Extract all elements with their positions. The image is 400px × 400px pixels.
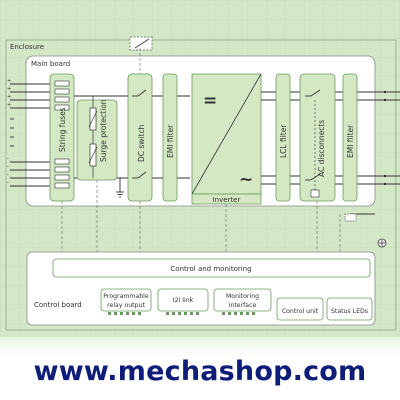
monitoring-interface-label-1: Monitoring: [226, 293, 259, 300]
enclosure-label: Enclosure: [10, 43, 44, 51]
status-leds-block: [326, 297, 373, 321]
inverter-diagonal: [191, 73, 262, 195]
lcl-filter-block: [275, 73, 291, 202]
svg-text:-: -: [7, 172, 9, 178]
dc-switch-label: DC switch: [137, 124, 146, 162]
surge-varistor-symbols: [88, 96, 98, 178]
svg-text:+: +: [7, 94, 11, 100]
surge-protection-block: [76, 99, 118, 181]
emi-filter-ac-label: EMI filter: [346, 124, 355, 158]
svg-text:-: -: [7, 180, 9, 186]
svg-text:-: -: [7, 156, 9, 162]
emi-filter-ac-block: [342, 73, 358, 202]
ground-terminal-icon: [377, 238, 387, 248]
dc-switch-contacts: [132, 89, 147, 179]
connector-pins: [108, 312, 255, 315]
inverter-dc-symbol: =: [203, 91, 217, 111]
svg-text:+: +: [7, 86, 11, 92]
watermark-url: www.mechashop.com: [33, 356, 367, 387]
ac-disconnects-label: AC disconnects: [317, 120, 326, 177]
monitoring-interface-label-2: interface: [229, 302, 257, 309]
programmable-relay-block: [100, 288, 152, 312]
surge-protection-label-1: Surge protection: [99, 99, 108, 162]
emi-filter-dc-label: EMI filter: [166, 124, 175, 158]
ac-disconnects-block: [299, 73, 336, 202]
signal-lines: [61, 48, 341, 258]
enclosure-border: [5, 39, 397, 331]
pen-icon: [129, 36, 153, 51]
lcl-filter-label: LCL filter: [279, 124, 288, 158]
footer-band: [0, 337, 400, 400]
control-unit-block: [276, 297, 324, 321]
svg-text:+: +: [7, 102, 11, 108]
dc-input-wires: [10, 83, 57, 187]
control-board-label: Control board: [34, 301, 82, 309]
programmable-relay-label-1: Programmable: [103, 293, 149, 300]
control-unit-label: Control unit: [282, 308, 319, 315]
inverter-ac-symbol: ~: [239, 170, 253, 190]
control-and-monitoring-label: Control and monitoring: [170, 265, 251, 273]
inverter-label-box: [191, 193, 262, 205]
svg-text:+: +: [7, 78, 11, 84]
main-board-label: Main board: [31, 60, 70, 68]
terminal-block-icon: [344, 213, 357, 222]
string-fuses-label: String fuses: [58, 107, 67, 152]
control-and-monitoring-block: [52, 258, 371, 278]
monitoring-interface-block: [213, 288, 272, 312]
polarity-marks: + + + + - - - -: [7, 78, 11, 186]
fuse-symbols: [54, 80, 70, 189]
svg-text:-: -: [7, 164, 9, 170]
ac-relay-symbols: [305, 89, 321, 198]
status-leds-label: Status LEDs: [331, 308, 368, 315]
ac-terminal-dots: [383, 90, 387, 186]
i2i-link-block: [157, 288, 209, 312]
programmable-relay-label-2: relay output: [107, 302, 145, 309]
inverter-label: Inverter: [213, 196, 241, 204]
emi-filter-dc-block: [162, 73, 178, 202]
i2i-link-label: I2I link: [173, 297, 194, 304]
